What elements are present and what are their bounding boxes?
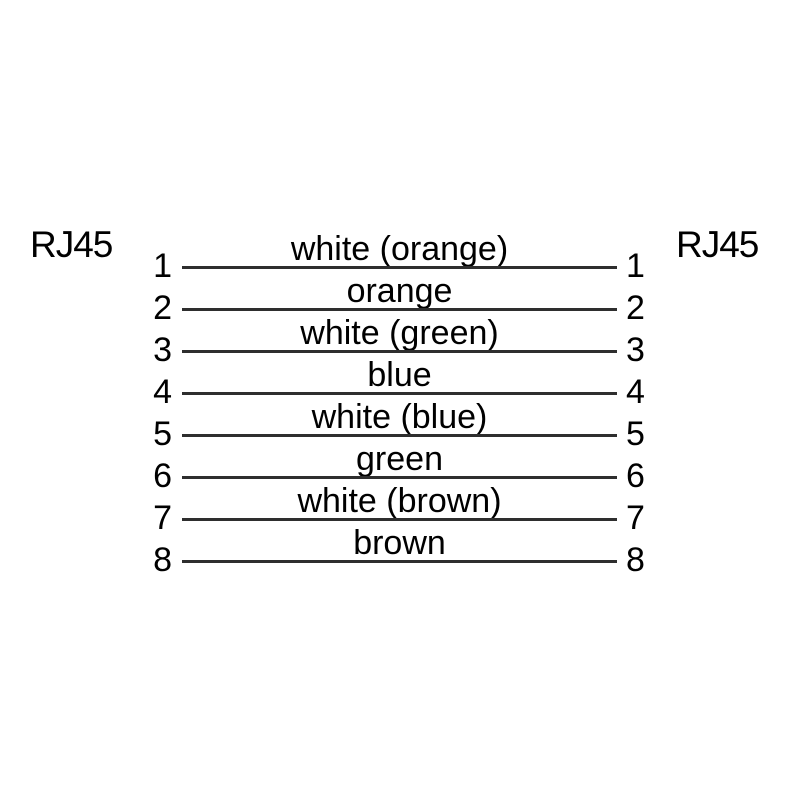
wire-color-label: white (orange) (290, 230, 509, 268)
right-connector-label: RJ45 (676, 224, 759, 265)
wire-line (182, 518, 617, 521)
wire-color-label: white (green) (300, 314, 499, 352)
wire-color-label: white (blue) (311, 398, 488, 436)
wire-color-label: orange (346, 272, 453, 310)
wire-color-label: green (356, 440, 443, 478)
wire-row-6: 6 green 6 (0, 440, 800, 500)
wire-color-label: brown (353, 524, 446, 562)
pin-number-left: 2 (153, 289, 172, 327)
pin-number-left: 7 (153, 499, 172, 537)
wire-row-5: 5 white (blue) 5 (0, 398, 800, 458)
wire-color-label: white (brown) (297, 482, 502, 520)
wire-row-4: 4 blue 4 (0, 356, 800, 416)
wire-row-8: 8 brown 8 (0, 524, 800, 584)
wire-line (182, 308, 617, 311)
wire-line (182, 560, 617, 563)
wire-row-1: 1 white (orange) 1 (0, 230, 800, 290)
pin-number-left: 8 (153, 541, 172, 579)
pin-number-right: 8 (626, 541, 645, 579)
pin-number-right: 7 (626, 499, 645, 537)
wire-row-2: 2 orange 2 (0, 272, 800, 332)
wire-color-label: blue (367, 356, 432, 394)
pin-number-right: 1 (626, 247, 645, 285)
pin-number-left: 3 (153, 331, 172, 369)
pin-number-right: 4 (626, 373, 645, 411)
pin-number-left: 1 (153, 247, 172, 285)
wire-line (182, 392, 617, 395)
pin-number-right: 2 (626, 289, 645, 327)
wire-line (182, 434, 617, 437)
left-connector-label: RJ45 (30, 224, 113, 265)
pin-number-right: 6 (626, 457, 645, 495)
wire-row-3: 3 white (green) 3 (0, 314, 800, 374)
pin-number-right: 3 (626, 331, 645, 369)
pin-number-left: 5 (153, 415, 172, 453)
wire-line (182, 350, 617, 353)
wire-line (182, 266, 617, 269)
pin-number-right: 5 (626, 415, 645, 453)
wire-line (182, 476, 617, 479)
wire-row-7: 7 white (brown) 7 (0, 482, 800, 542)
pin-number-left: 4 (153, 373, 172, 411)
pin-number-left: 6 (153, 457, 172, 495)
